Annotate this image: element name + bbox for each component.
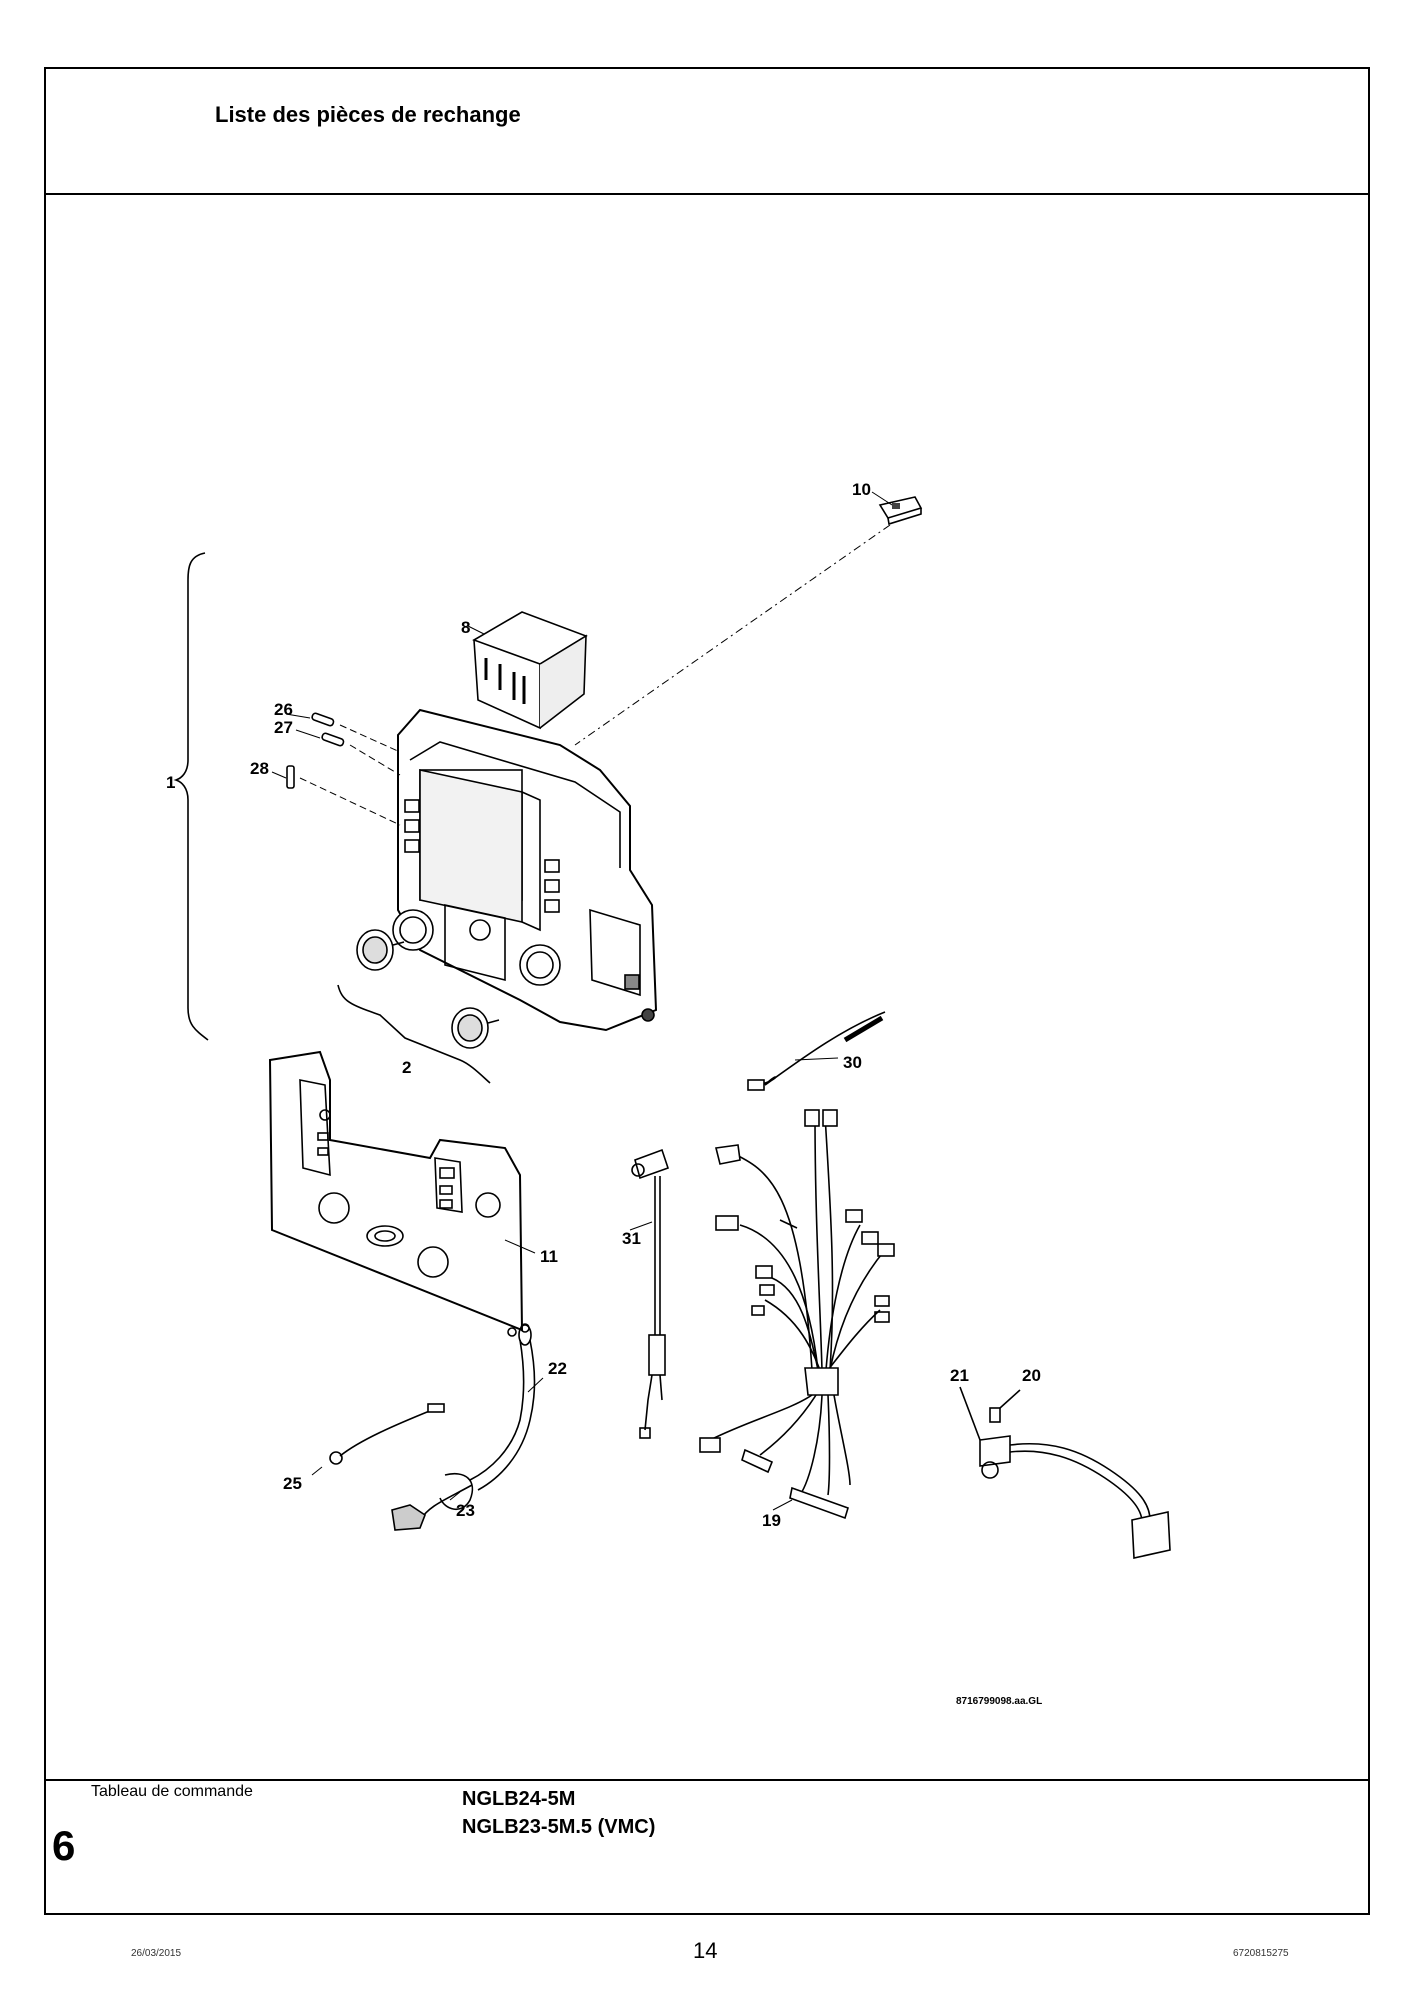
callout-25: 25 bbox=[283, 1474, 302, 1493]
footer-date: 26/03/2015 bbox=[131, 1948, 182, 1959]
control-box bbox=[392, 708, 658, 1032]
callout-10: 10 bbox=[852, 480, 871, 499]
part-19-wiring-harness bbox=[699, 1109, 895, 1520]
page-number: 14 bbox=[693, 1938, 718, 1963]
part-8-relay bbox=[472, 611, 588, 730]
header-divider bbox=[44, 193, 1370, 195]
callout-30: 30 bbox=[843, 1053, 862, 1072]
part-31-cable bbox=[629, 1148, 670, 1439]
part-30-sensor-cable bbox=[747, 1011, 886, 1091]
page-frame bbox=[44, 67, 1370, 1915]
part-10-clip bbox=[878, 496, 923, 526]
footer-divider bbox=[44, 1779, 1370, 1781]
model-name-secondary: NGLB23-5M.5 (VMC) bbox=[462, 1816, 656, 1838]
section-number: 6 bbox=[52, 1822, 76, 1869]
callout-27: 27 bbox=[274, 718, 293, 737]
callout-31: 31 bbox=[622, 1229, 641, 1248]
callout-19: 19 bbox=[762, 1511, 781, 1530]
assembly-bracket bbox=[173, 552, 209, 1041]
leader-10 bbox=[574, 524, 891, 746]
fuses-26-27-28 bbox=[286, 712, 401, 826]
drawing-reference: 8716799098.aa.GL bbox=[956, 1696, 1042, 1707]
parts-22-23-25-leads bbox=[311, 1323, 544, 1531]
callout-21: 21 bbox=[950, 1366, 969, 1385]
part-2-knobs bbox=[337, 929, 500, 1084]
part-11-front-panel bbox=[268, 1050, 536, 1332]
section-name: Tableau de commande bbox=[91, 1783, 253, 1800]
callout-1: 1 bbox=[166, 773, 175, 792]
callout-26: 26 bbox=[274, 700, 293, 719]
callout-22: 22 bbox=[548, 1359, 567, 1378]
parts-20-21-sensor-assembly bbox=[959, 1386, 1171, 1559]
document-code: 6720815275 bbox=[1233, 1948, 1289, 1959]
callout-11: 11 bbox=[540, 1247, 558, 1266]
callout-20: 20 bbox=[1022, 1366, 1041, 1385]
callout-23: 23 bbox=[456, 1501, 475, 1520]
page-title: Liste des pièces de rechange bbox=[215, 102, 521, 127]
callout-2: 2 bbox=[402, 1058, 411, 1077]
model-name-primary: NGLB24-5M bbox=[462, 1788, 576, 1810]
callout-28: 28 bbox=[250, 759, 269, 778]
callout-8: 8 bbox=[461, 618, 470, 637]
